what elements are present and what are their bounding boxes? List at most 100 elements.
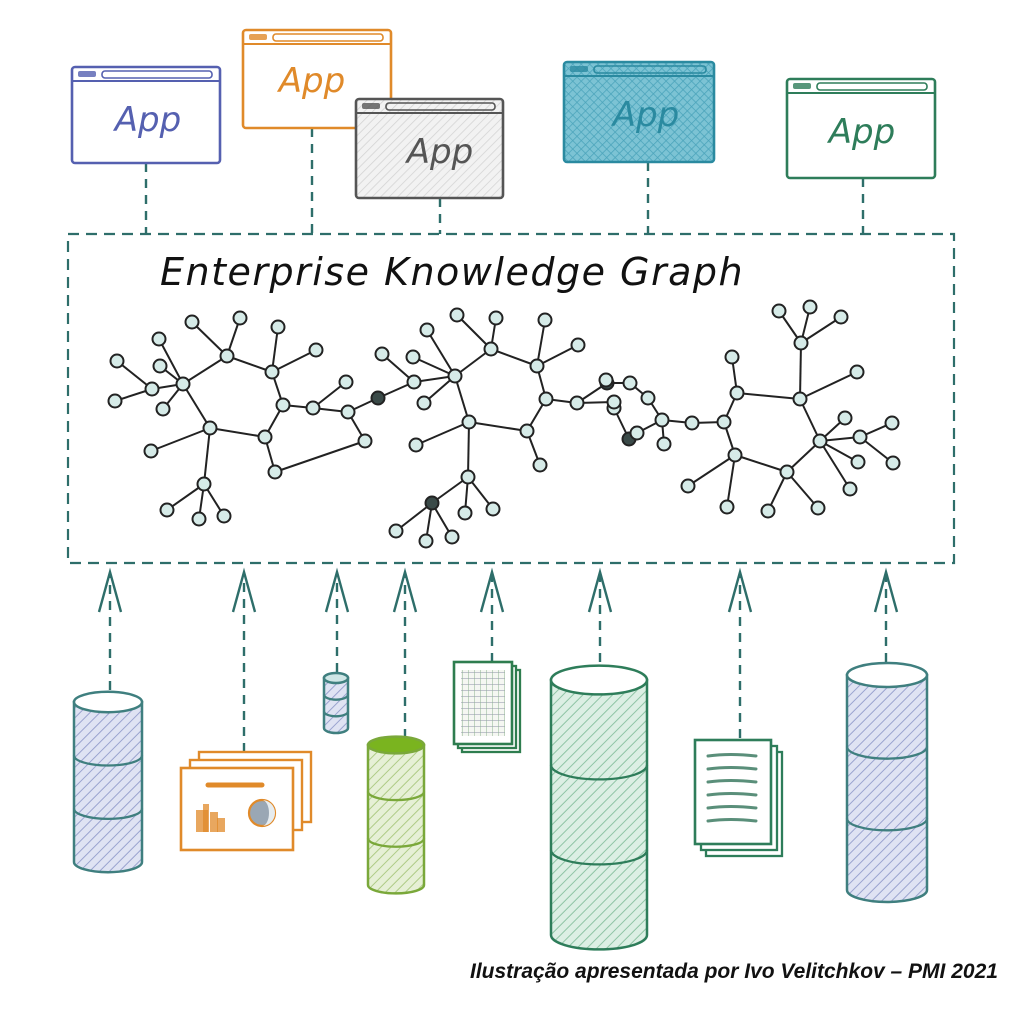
graph-node xyxy=(792,391,808,407)
graph-node xyxy=(144,381,160,397)
graph-edge xyxy=(799,371,858,400)
graph-node xyxy=(107,393,123,409)
graph-node xyxy=(449,307,465,323)
app-label: App xyxy=(405,132,473,172)
graph-node xyxy=(151,331,167,347)
address-bar xyxy=(272,33,384,42)
arrow-head-icon xyxy=(97,567,123,613)
graph-edge xyxy=(687,454,736,487)
graph-node xyxy=(270,319,286,335)
graph-node xyxy=(598,372,614,388)
graph-node xyxy=(727,447,743,463)
graph-edge xyxy=(158,338,184,385)
text-documents-icon xyxy=(693,738,784,858)
graph-edge xyxy=(468,421,528,432)
arrow-head-icon xyxy=(873,567,899,613)
graph-node xyxy=(842,481,858,497)
graph-node xyxy=(175,376,191,392)
graph-node xyxy=(850,454,866,470)
app-window-frame xyxy=(70,65,222,165)
graph-node xyxy=(779,464,795,480)
graph-node xyxy=(340,404,356,420)
graph-edge xyxy=(182,383,211,429)
graph-node xyxy=(152,358,168,374)
window-controls-icon xyxy=(362,103,380,109)
graph-node xyxy=(196,476,212,492)
presentation-slides-icon xyxy=(179,750,313,852)
graph-edge xyxy=(271,326,279,373)
graph-node xyxy=(267,464,283,480)
graph-node xyxy=(374,346,390,362)
graph-edge xyxy=(182,355,228,385)
bar-chart-icon xyxy=(203,804,209,832)
graph-edge xyxy=(415,421,470,446)
graph-node xyxy=(143,443,159,459)
graph-node xyxy=(622,375,638,391)
graph-node xyxy=(833,309,849,325)
spreadsheet-documents-icon xyxy=(452,660,522,754)
graph-node xyxy=(191,511,207,527)
graph-node xyxy=(884,415,900,431)
cylinder-top xyxy=(72,690,144,714)
sources-layer xyxy=(72,660,929,951)
ingest-arrow xyxy=(727,567,753,738)
graph-edge xyxy=(786,471,819,509)
app-window: App xyxy=(785,77,937,234)
graph-node xyxy=(457,505,473,521)
graph-edge xyxy=(799,342,802,400)
cylinder-top xyxy=(549,664,649,696)
graph-node xyxy=(155,401,171,417)
address-bar xyxy=(385,102,496,111)
address-bar xyxy=(101,70,213,79)
graph-node xyxy=(444,529,460,545)
graph-node xyxy=(680,478,696,494)
graph-edge xyxy=(395,502,433,532)
window-controls-icon xyxy=(570,66,588,72)
graph-node xyxy=(488,310,504,326)
graph-node xyxy=(849,364,865,380)
graph-edge xyxy=(536,319,546,367)
large-database-cylinder-icon xyxy=(549,664,649,951)
graph-node xyxy=(460,469,476,485)
arrow-head-icon xyxy=(392,567,418,613)
graph-node xyxy=(529,358,545,374)
graph-node xyxy=(232,310,248,326)
graph-edge xyxy=(209,427,266,438)
app-window: App xyxy=(70,65,222,234)
knowledge-graph-title: Enterprise Knowledge Graph xyxy=(160,250,744,294)
arrow-head-icon xyxy=(479,567,505,613)
graph-edge xyxy=(726,454,736,508)
window-controls-icon xyxy=(249,34,267,40)
graph-edge xyxy=(454,375,470,423)
database-cylinder-icon xyxy=(845,661,929,904)
cylinder-top xyxy=(845,661,929,689)
graph-node xyxy=(810,500,826,516)
graph-node xyxy=(716,414,732,430)
graph-node xyxy=(654,412,670,428)
address-bar xyxy=(816,82,928,91)
database-cylinder-icon xyxy=(72,690,144,874)
graph-node xyxy=(184,314,200,330)
arrow-head-icon xyxy=(587,567,613,613)
ingest-arrow xyxy=(231,567,257,752)
graph-node xyxy=(760,503,776,519)
grid-icon xyxy=(461,670,505,736)
ingest-arrow xyxy=(479,567,505,662)
graph-node xyxy=(219,348,235,364)
connectors-layer xyxy=(97,567,899,752)
graph-node xyxy=(370,390,386,406)
graph-node xyxy=(216,508,232,524)
graph-edge xyxy=(490,348,538,367)
graph-node xyxy=(812,433,828,449)
graph-node xyxy=(485,501,501,517)
ingest-arrow xyxy=(873,567,899,662)
graph-edge xyxy=(166,483,205,511)
text-line xyxy=(706,766,758,771)
graph-edge xyxy=(203,427,211,485)
graph-node xyxy=(461,414,477,430)
app-window: App xyxy=(354,97,505,234)
graph-edge xyxy=(467,421,470,478)
graph-node xyxy=(275,397,291,413)
graph-node xyxy=(684,415,700,431)
